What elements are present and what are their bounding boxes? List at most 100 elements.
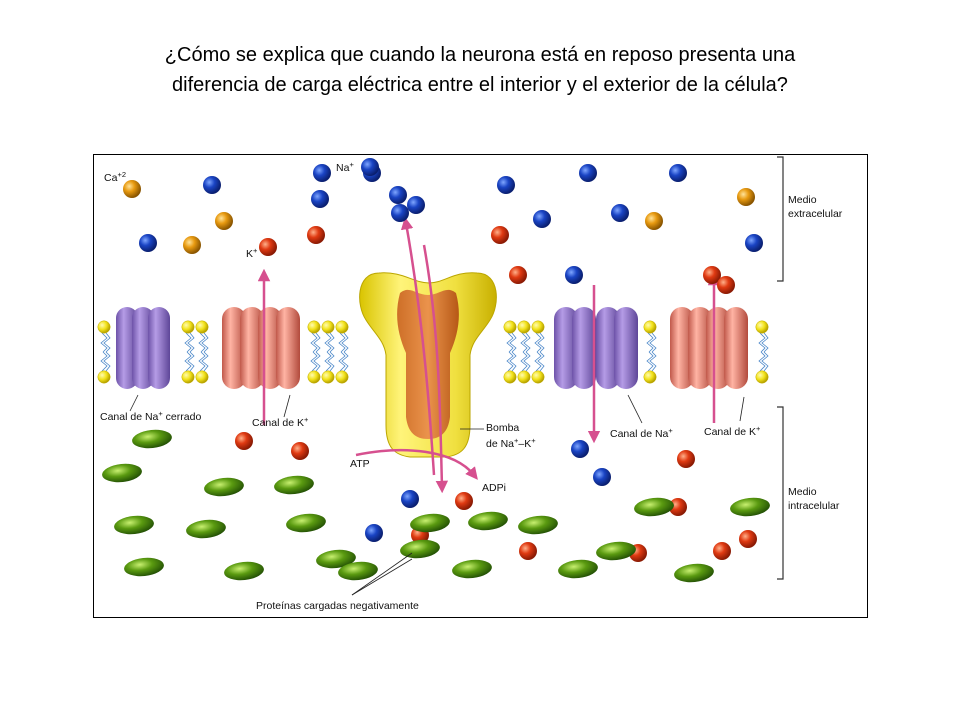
potassium-ion	[291, 442, 309, 460]
negatively-charged-protein	[596, 541, 636, 561]
negatively-charged-protein	[124, 557, 164, 577]
lipid-head	[503, 320, 517, 334]
na-out-arrow-pump	[400, 216, 436, 476]
calcium-ion	[215, 212, 233, 230]
lipid-head	[321, 370, 335, 384]
negatively-charged-protein	[316, 549, 356, 569]
calcium-ion	[737, 188, 755, 206]
question-line-2: diferencia de carga eléctrica entre el i…	[172, 74, 788, 96]
negatively-charged-protein	[114, 515, 154, 535]
lipid-tail	[341, 332, 349, 353]
lipid-head	[321, 320, 335, 334]
potassium-ion	[739, 530, 757, 548]
pump-label-2: de Na+–K+	[486, 436, 536, 450]
lipid-head	[195, 370, 209, 384]
sodium-ion	[365, 524, 383, 542]
question-line-1: ¿Cómo se explica que cuando la neurona e…	[164, 44, 796, 66]
negatively-charged-protein	[410, 513, 450, 533]
lipid-tail	[198, 351, 206, 372]
potassium-ion	[455, 492, 473, 510]
lipid-tail	[324, 332, 332, 353]
intracellular-label-2: intracelular	[788, 500, 840, 512]
lipid-head	[517, 320, 531, 334]
lipid-heads	[97, 320, 769, 384]
negatively-charged-protein	[634, 497, 674, 517]
calcium-ion	[123, 180, 141, 198]
intracellular-label-1: Medio	[788, 486, 817, 498]
negatively-charged-protein	[730, 497, 770, 517]
lipid-tail	[646, 332, 654, 353]
lipid-tail	[313, 351, 321, 372]
negatively-charged-protein	[338, 561, 378, 581]
potassium-ion	[235, 432, 253, 450]
membrane-diagram: Ca+2 Na+ K+ Medio extracelular Medio int…	[93, 154, 868, 618]
negatively-charged-protein	[558, 559, 598, 579]
negatively-charged-protein	[286, 513, 326, 533]
lipid-tail	[327, 351, 335, 372]
lipid-tail	[523, 351, 531, 372]
adpi-label: ADPi	[482, 482, 506, 494]
medium-brackets	[777, 156, 784, 580]
sodium-ion	[669, 164, 687, 182]
sodium-ion	[497, 176, 515, 194]
lipid-head	[643, 320, 657, 334]
negatively-charged-protein	[102, 463, 142, 483]
lipid-tail	[523, 332, 531, 353]
lipid-head	[531, 370, 545, 384]
extracellular-label-1: Medio	[788, 194, 817, 206]
lipid-tail	[534, 351, 542, 372]
lipid-tail	[187, 351, 195, 372]
extracellular-bracket	[777, 156, 784, 282]
lipid-tail	[201, 332, 209, 353]
lipid-tail	[520, 332, 528, 353]
lipid-head	[307, 320, 321, 334]
potassium-ion	[669, 498, 687, 516]
lipid-head	[181, 320, 195, 334]
leader-lines	[129, 394, 745, 596]
lipid-tail	[537, 351, 545, 372]
lipid-tail	[313, 332, 321, 353]
negatively-charged-protein	[674, 563, 714, 583]
lipid-tail	[103, 351, 111, 372]
lipid-tail	[761, 351, 769, 372]
sodium-ion	[313, 164, 331, 182]
calcium-label: Ca+2	[104, 170, 126, 184]
sodium-ion	[565, 266, 583, 284]
k-in-arrow-pump	[422, 244, 449, 494]
sodium-ion	[407, 196, 425, 214]
lipid-tail	[310, 351, 318, 372]
lipid-tail	[201, 351, 209, 372]
lipid-tail	[103, 332, 111, 353]
sodium-ion	[203, 176, 221, 194]
lipid-head	[307, 370, 321, 384]
sodium-ion	[611, 204, 629, 222]
negatively-charged-protein	[400, 539, 440, 559]
atp-label: ATP	[350, 458, 370, 470]
potassium-ion	[703, 266, 721, 284]
lipid-tail	[761, 332, 769, 353]
lipid-tail	[310, 332, 318, 353]
negatively-charged-protein	[204, 477, 244, 497]
lipid-tail	[327, 332, 335, 353]
closed-na-channel-label: Canal de Na+ cerrado	[100, 409, 201, 423]
lipid-tail	[187, 332, 195, 353]
lipid-head	[181, 370, 195, 384]
k-channel-right-label: Canal de K+	[704, 424, 761, 438]
lipid-tail	[534, 332, 542, 353]
lipid-tail	[198, 332, 206, 353]
k-channel-left	[222, 307, 300, 389]
intracellular-bracket	[777, 406, 784, 580]
lipid-tail	[341, 351, 349, 372]
negatively-charged-protein	[224, 561, 264, 581]
lipid-head	[97, 370, 111, 384]
lipid-head	[531, 320, 545, 334]
potassium-ion	[677, 450, 695, 468]
negatively-charged-protein	[186, 519, 226, 539]
calcium-ion	[183, 236, 201, 254]
lipid-tail	[537, 332, 545, 353]
lipid-head	[335, 320, 349, 334]
lipid-tail	[649, 351, 657, 372]
membrane-svg: Ca+2 Na+ K+ Medio extracelular Medio int…	[97, 156, 843, 612]
sodium-label: Na+	[336, 160, 354, 174]
lipid-head	[97, 320, 111, 334]
